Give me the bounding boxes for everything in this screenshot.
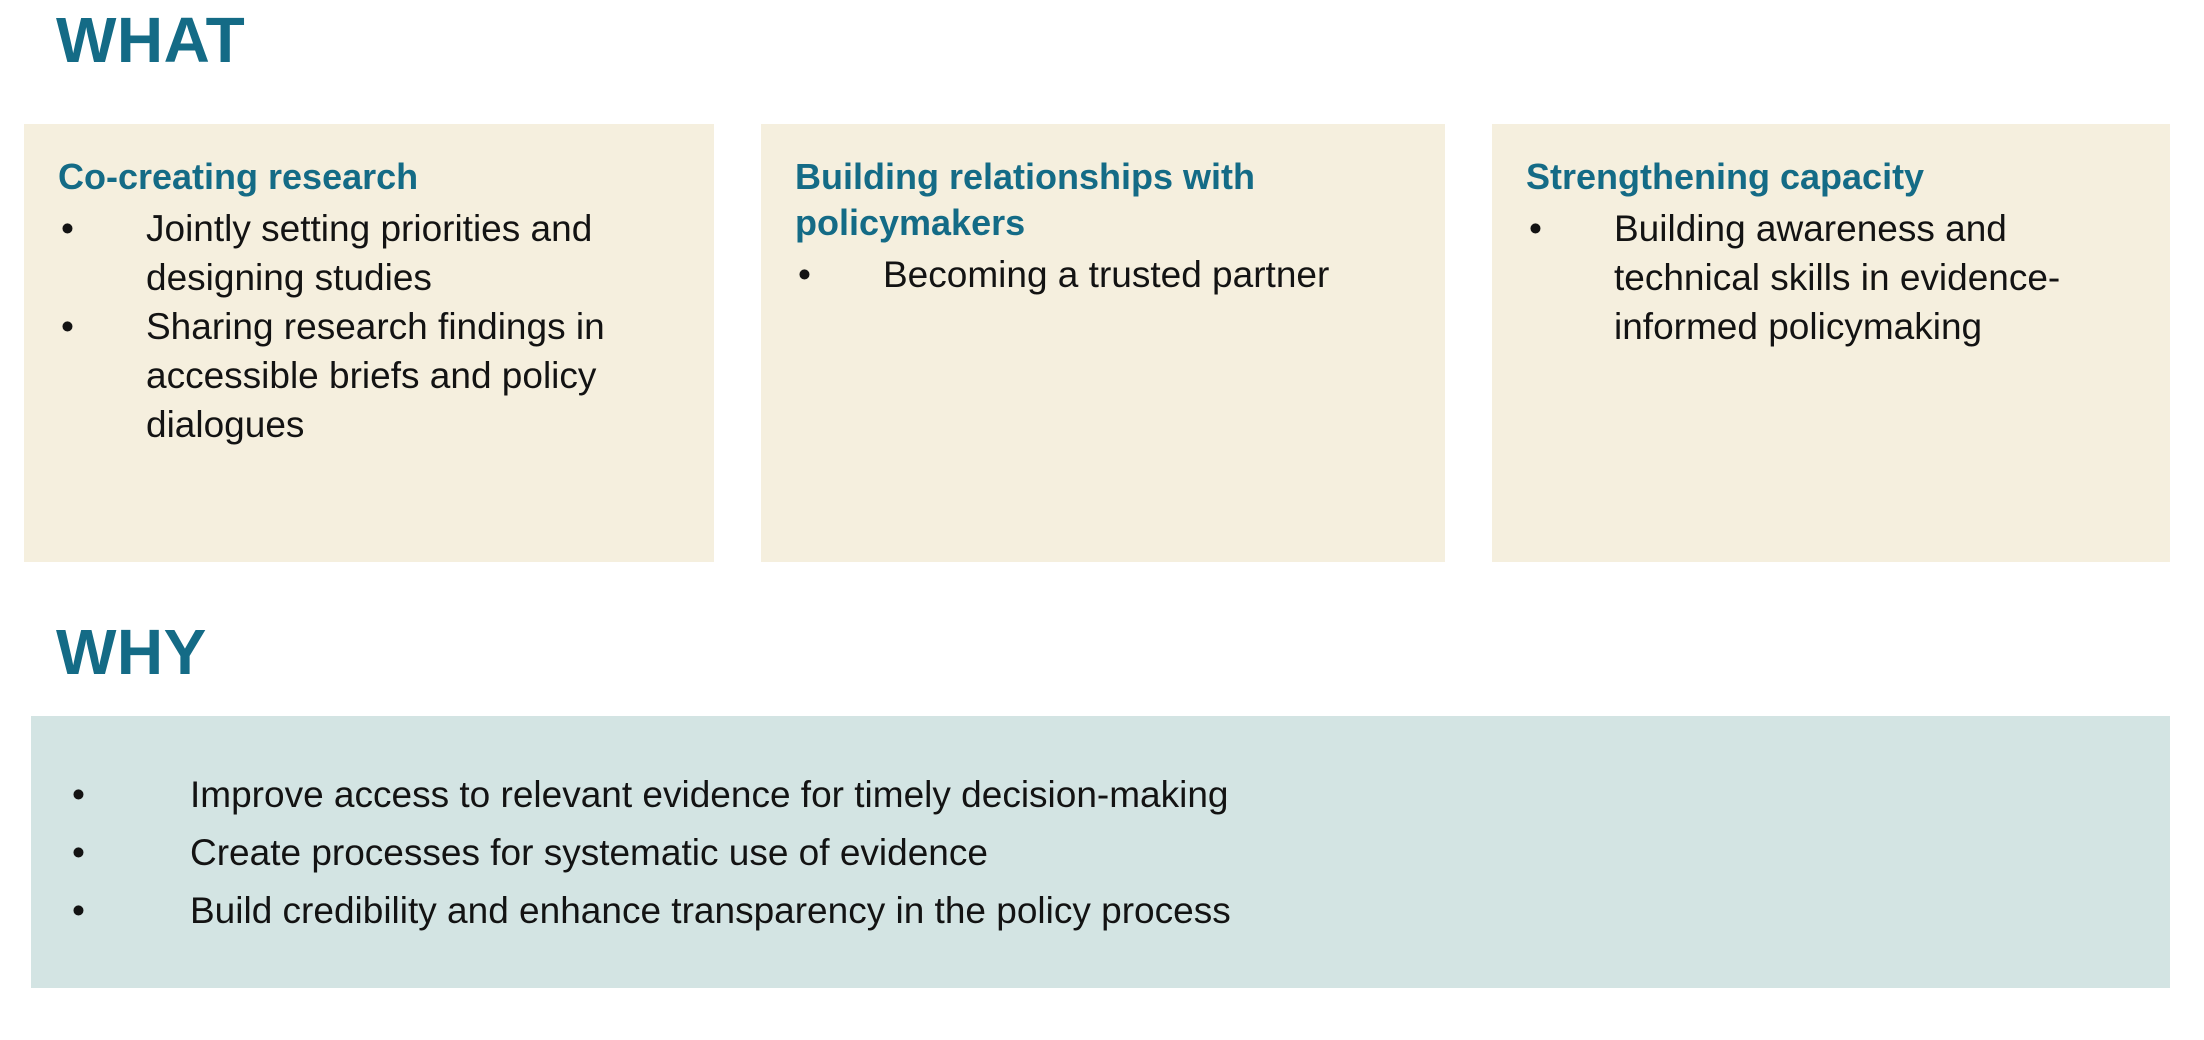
section-title-why: WHY: [56, 616, 207, 688]
card-heading: Building relationships with policymakers: [795, 156, 1256, 243]
list-item-text: Jointly setting priorities and designing…: [146, 208, 593, 298]
card-bullet-list: • Becoming a trusted partner: [795, 250, 1423, 299]
card-bullet-list: • Jointly setting priorities and designi…: [58, 204, 692, 449]
card-co-creating-research: Co-creating research • Jointly setting p…: [24, 124, 714, 562]
list-item: • Sharing research findings in accessibl…: [58, 302, 692, 449]
bullet-point-icon: •: [72, 774, 85, 815]
section-title-what: WHAT: [56, 4, 246, 76]
why-bullet-list: • Improve access to relevant evidence fo…: [66, 766, 2140, 940]
list-item-text: Sharing research findings in accessible …: [146, 306, 605, 445]
list-item-text: Building awareness and technical skills …: [1614, 208, 2061, 347]
bullet-point-icon: •: [1529, 208, 1542, 249]
why-panel: • Improve access to relevant evidence fo…: [31, 716, 2170, 988]
list-item-text: Becoming a trusted partner: [883, 254, 1330, 295]
list-item: • Building awareness and technical skill…: [1526, 204, 2148, 351]
card-heading: Co-creating research: [58, 156, 419, 197]
bullet-point-icon: •: [61, 208, 74, 249]
card-building-relationships: Building relationships with policymakers…: [761, 124, 1445, 562]
list-item: • Improve access to relevant evidence fo…: [66, 766, 2140, 824]
card-bullet-list: • Building awareness and technical skill…: [1526, 204, 2148, 351]
bullet-point-icon: •: [72, 832, 85, 873]
what-cards-row: Co-creating research • Jointly setting p…: [24, 124, 2170, 562]
card-heading: Strengthening capacity: [1526, 156, 1925, 197]
list-item-text: Create processes for systematic use of e…: [190, 832, 988, 873]
list-item: • Jointly setting priorities and designi…: [58, 204, 692, 302]
list-item-text: Build credibility and enhance transparen…: [190, 890, 1231, 931]
card-strengthening-capacity: Strengthening capacity • Building awaren…: [1492, 124, 2170, 562]
bullet-point-icon: •: [72, 890, 85, 931]
bullet-point-icon: •: [61, 306, 74, 347]
list-item-text: Improve access to relevant evidence for …: [190, 774, 1229, 815]
list-item: • Build credibility and enhance transpar…: [66, 882, 2140, 940]
list-item: • Create processes for systematic use of…: [66, 824, 2140, 882]
bullet-point-icon: •: [798, 254, 811, 295]
list-item: • Becoming a trusted partner: [795, 250, 1423, 299]
